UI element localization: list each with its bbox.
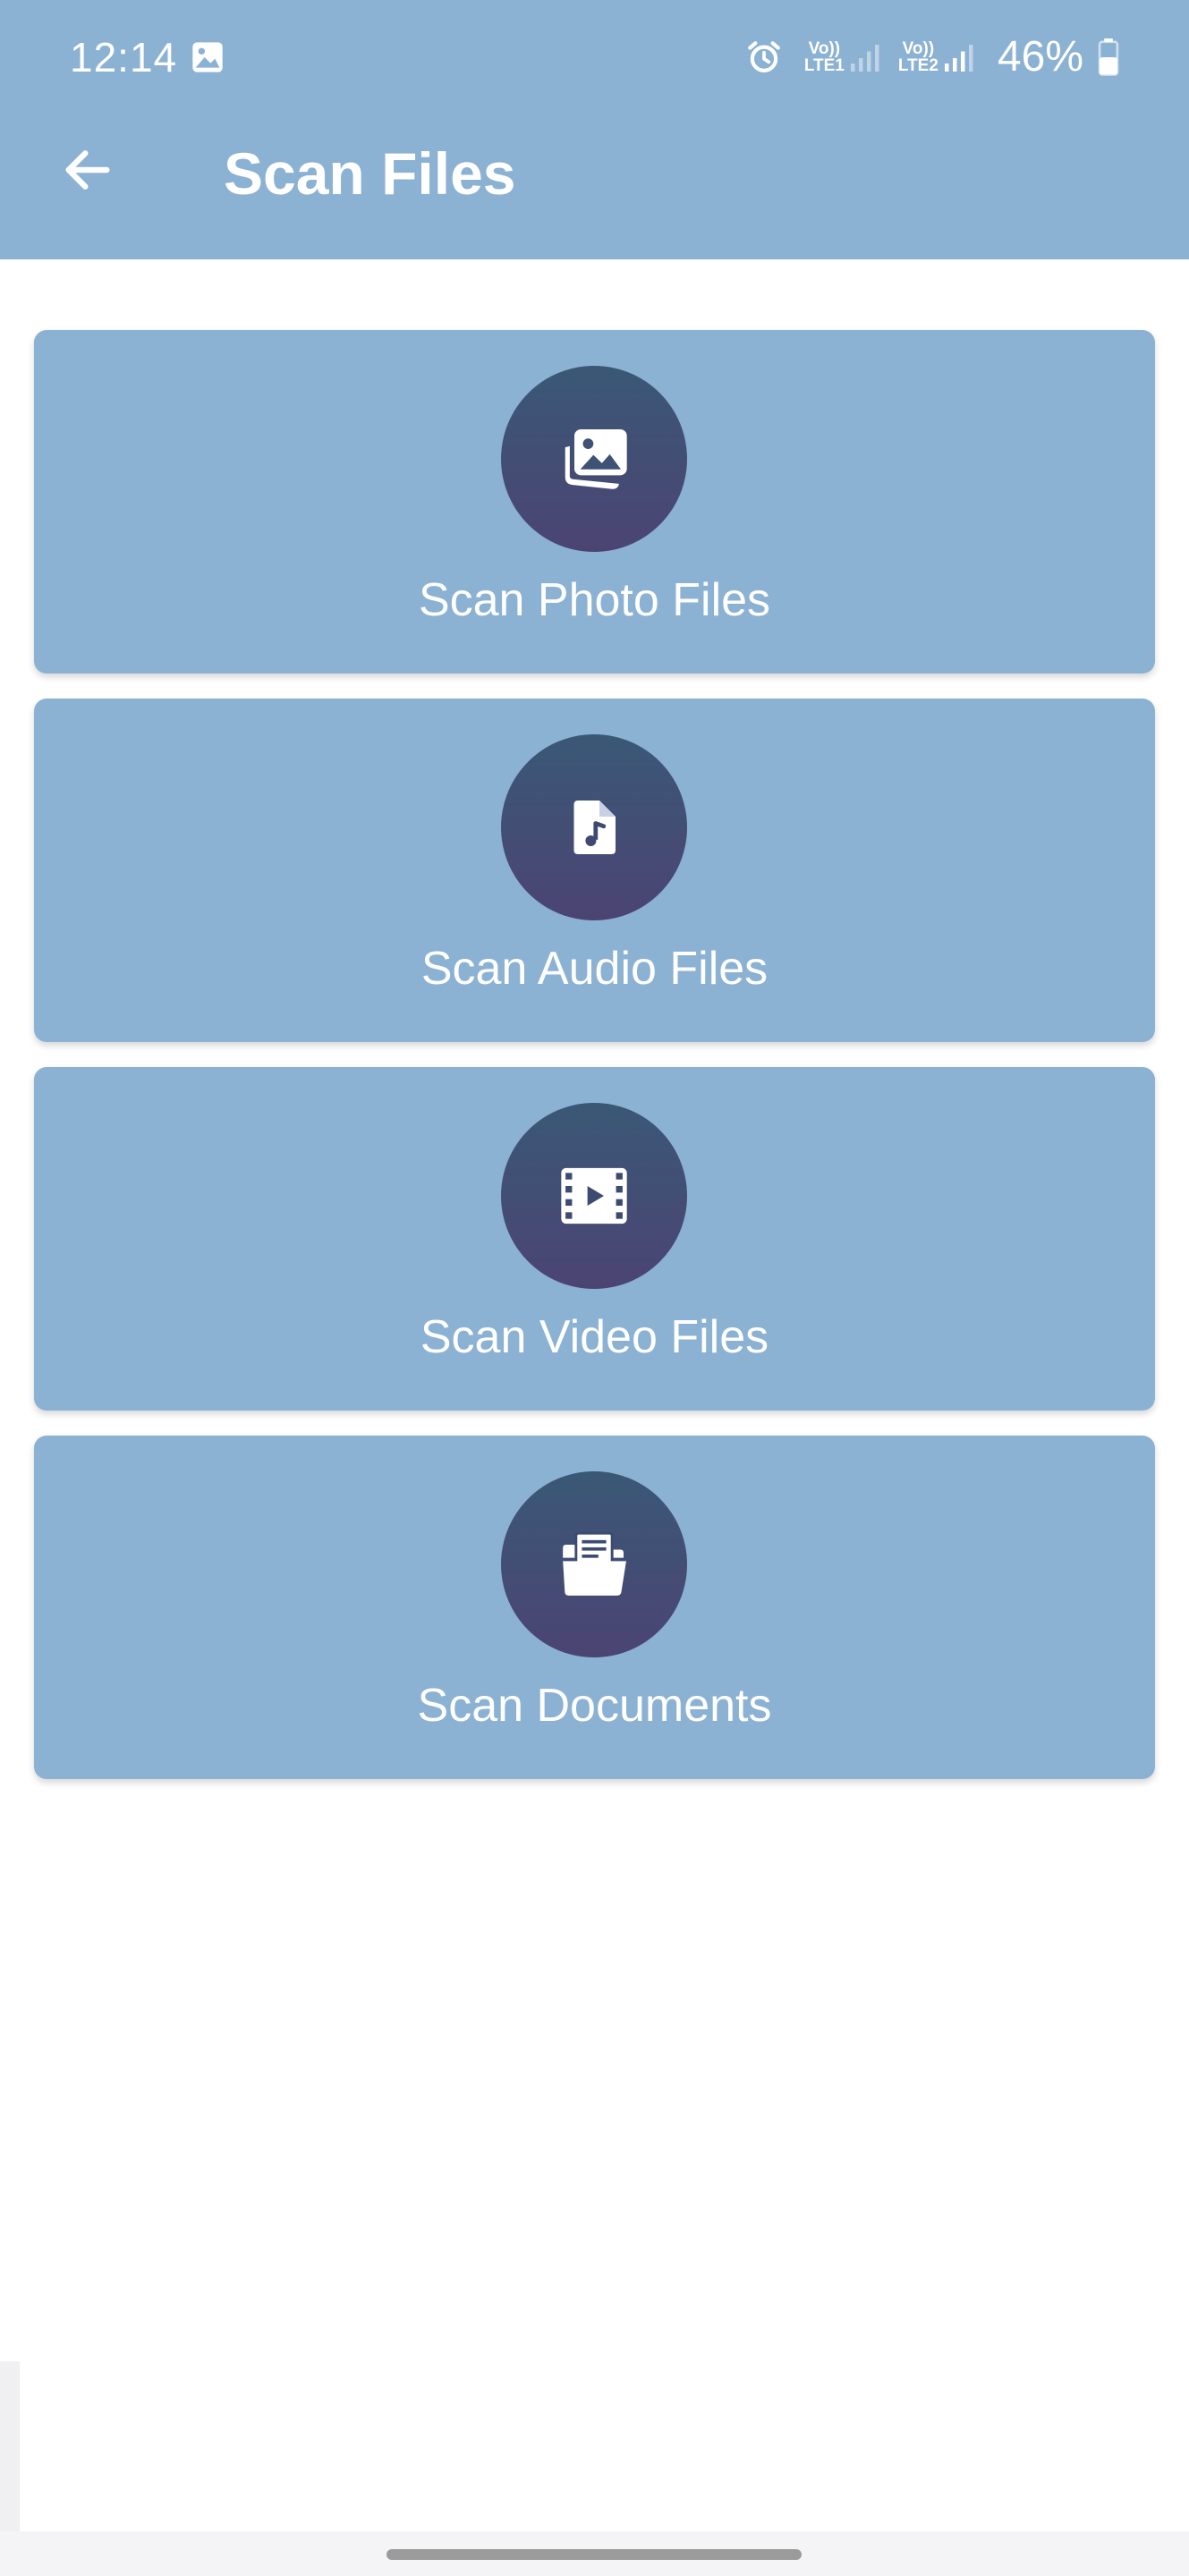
card-icon-circle [501,1103,687,1289]
navigation-bar [0,2531,1189,2576]
video-film-icon [561,1167,627,1224]
home-indicator[interactable] [386,2549,802,2560]
audio-file-icon [573,801,616,854]
card-icon-circle [501,1471,687,1657]
sim1-network: Vo)) LTE1 [804,40,880,74]
card-icon-circle [501,366,687,552]
status-time: 12:14 [70,34,178,80]
back-button[interactable] [54,136,122,204]
card-label: Scan Photo Files [418,574,771,626]
sim2-network: Vo)) LTE2 [898,40,974,74]
scan-audio-files-card[interactable]: Scan Audio Files [34,699,1155,1042]
battery-percentage: 46% [997,33,1083,80]
status-icons: Vo)) LTE1 Vo)) LTE2 [745,32,1119,82]
signal-icon [944,45,973,72]
battery-icon [1098,38,1119,76]
gallery-notification-icon [192,42,223,72]
sim2-volte-label: Vo)) [902,39,935,58]
sim1-lte-label: LTE1 [803,56,845,75]
card-label: Scan Audio Files [420,943,769,995]
scan-photo-files-card[interactable]: Scan Photo Files [34,330,1155,674]
card-label: Scan Video Files [420,1311,769,1363]
status-bar: 12:14 Vo)) LTE1 [0,0,1189,114]
scan-documents-card[interactable]: Scan Documents [34,1436,1155,1779]
edge-panel-handle[interactable] [0,2361,20,2531]
photos-icon [565,429,627,489]
card-label: Scan Documents [417,1680,772,1732]
sim2-lte-label: LTE2 [897,56,938,75]
folder-document-icon [563,1531,626,1596]
back-arrow-icon [65,150,110,190]
card-icon-circle [501,734,687,920]
scan-video-files-card[interactable]: Scan Video Files [34,1067,1155,1411]
app-bar: 12:14 Vo)) LTE1 [0,0,1189,259]
alarm-icon [747,41,780,72]
sim1-volte-label: Vo)) [808,39,841,58]
page-title: Scan Files [224,140,516,207]
signal-icon [850,45,879,72]
